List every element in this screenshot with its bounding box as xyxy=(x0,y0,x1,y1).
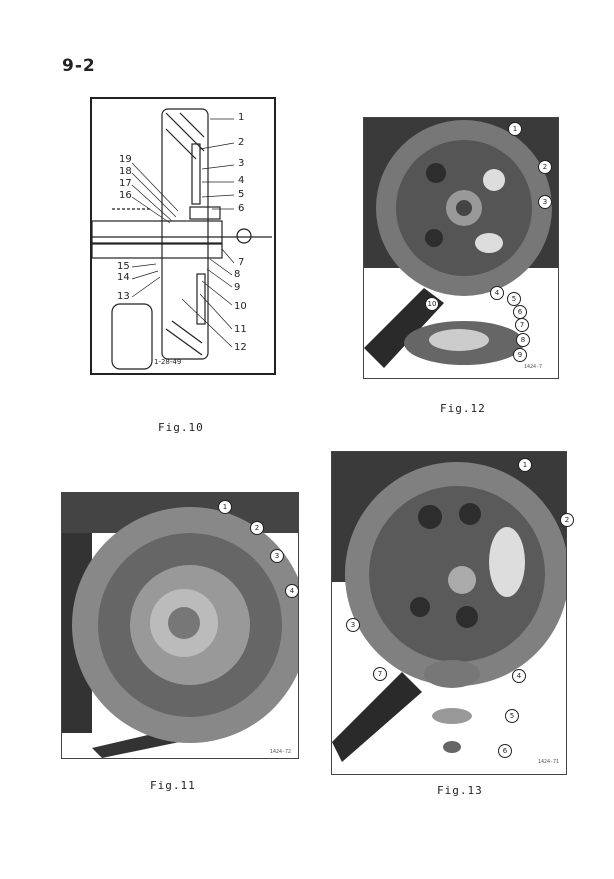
callout-3: 3 xyxy=(238,158,245,169)
fig11-callout-3: 3 xyxy=(270,549,284,563)
fig10-drawing: 1 2 3 4 5 6 7 8 9 10 11 12 13 14 15 16 1… xyxy=(90,97,276,375)
callout-7: 7 xyxy=(238,257,245,268)
callout-6: 6 xyxy=(238,203,245,214)
fig13-callout-3: 3 xyxy=(346,618,360,632)
photo-code: 1424-7 xyxy=(524,364,543,370)
callout-2: 2 xyxy=(238,137,245,148)
fig12-callout-8: 8 xyxy=(516,333,530,347)
fig12-callout-10: 10 xyxy=(425,297,439,311)
fig12-callout-5: 5 xyxy=(507,292,521,306)
fig12-callout-9: 9 xyxy=(513,348,527,362)
callout-17: 17 xyxy=(119,178,132,189)
callout-12: 12 xyxy=(234,342,247,353)
fig12-callout-3: 3 xyxy=(538,195,552,209)
callout-5: 5 xyxy=(238,189,245,200)
callout-13: 13 xyxy=(117,291,130,302)
photo-code: 1424-71 xyxy=(538,759,560,765)
fig12-photo: 1424-7 xyxy=(363,117,559,379)
fig11-photo: 1424-72 xyxy=(61,492,299,759)
fig13-callout-4: 4 xyxy=(512,669,526,683)
fig13-callout-6: 6 xyxy=(498,744,512,758)
fig13-callout-7: 7 xyxy=(373,667,387,681)
callout-16: 16 xyxy=(119,190,132,201)
callout-14: 14 xyxy=(117,272,130,283)
photo-code: 1424-72 xyxy=(270,749,292,755)
fig13-caption: Fig.13 xyxy=(437,784,483,797)
callout-10: 10 xyxy=(234,301,247,312)
page-number: 9-2 xyxy=(62,56,96,76)
fig13-callout-5: 5 xyxy=(505,709,519,723)
callout-11: 11 xyxy=(234,324,247,335)
clutch-section-drawing xyxy=(92,108,272,370)
callout-4: 4 xyxy=(238,175,245,186)
fig11-callout-2: 2 xyxy=(250,521,264,535)
fig12-callout-7: 7 xyxy=(515,318,529,332)
fig11-caption: Fig.11 xyxy=(150,779,196,792)
fig11-callout-4: 4 xyxy=(285,584,299,598)
callout-9: 9 xyxy=(234,282,241,293)
fig11-callout-1: 1 xyxy=(218,500,232,514)
callout-1: 1 xyxy=(238,112,245,123)
callout-19: 19 xyxy=(119,154,132,165)
fig13-photo: 1424-71 xyxy=(331,451,567,775)
fig12-callout-2: 2 xyxy=(538,160,552,174)
fig12-callout-6: 6 xyxy=(513,305,527,319)
callout-8: 8 xyxy=(234,269,241,280)
fig12-caption: Fig.12 xyxy=(440,402,486,415)
fig12-callout-4: 4 xyxy=(490,286,504,300)
fig10-caption: Fig.10 xyxy=(158,421,204,434)
fig13-callout-2: 2 xyxy=(560,513,574,527)
drawing-code: 1-28-49 xyxy=(154,358,182,366)
fig13-callout-1: 1 xyxy=(518,458,532,472)
callout-15: 15 xyxy=(117,261,130,272)
callout-18: 18 xyxy=(119,166,132,177)
fig12-callout-1: 1 xyxy=(508,122,522,136)
